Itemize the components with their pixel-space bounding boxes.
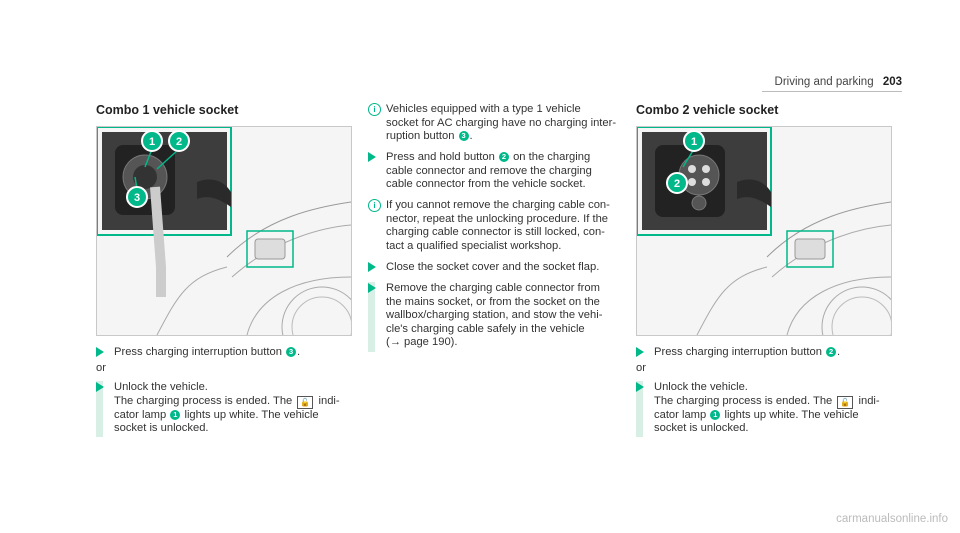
info-icon: i bbox=[368, 103, 381, 116]
callout-2: 2 bbox=[666, 172, 688, 194]
combo2-illustration: 1 2 bbox=[637, 127, 891, 335]
marker-2: 2 bbox=[498, 152, 509, 162]
svg-text:1: 1 bbox=[691, 136, 697, 148]
lock-indicator-icon: 🔓 bbox=[297, 395, 314, 409]
callout-3: 3 bbox=[126, 186, 148, 208]
running-header: Driving and parking 203 bbox=[762, 76, 902, 92]
marker-1: 1 bbox=[170, 409, 181, 420]
middle-step-remove-connector: Remove the charging cable connector from… bbox=[368, 282, 623, 352]
callout-2: 2 bbox=[168, 130, 190, 152]
step-bar bbox=[636, 381, 643, 437]
marker-1: 1 bbox=[710, 409, 721, 420]
middle-step-press-hold: Press and hold button 2 on the charging … bbox=[368, 151, 623, 193]
header-rule bbox=[762, 91, 902, 92]
callout-1: 1 bbox=[141, 130, 163, 152]
marker-3: 3 bbox=[286, 347, 297, 357]
lock-indicator-icon: 🔓 bbox=[837, 395, 854, 409]
svg-text:2: 2 bbox=[176, 136, 182, 148]
callout-1: 1 bbox=[683, 130, 705, 152]
svg-text:2: 2 bbox=[674, 178, 680, 190]
marker-2: 2 bbox=[826, 347, 837, 357]
step-arrow-icon bbox=[368, 262, 376, 272]
combo1-illustration: 1 2 3 bbox=[97, 127, 351, 335]
middle-step-close-cover: Close the socket cover and the socket fl… bbox=[368, 261, 623, 275]
section-name: Driving and parking bbox=[774, 76, 874, 88]
note-cannot-remove: i If you cannot remove the charging cabl… bbox=[368, 199, 623, 255]
page-number: 203 bbox=[882, 76, 902, 88]
combo2-step-unlock: Unlock the vehicle. The charging process… bbox=[636, 381, 890, 437]
page-reference-link[interactable]: (→ page 190). bbox=[386, 336, 458, 349]
combo1-or: or bbox=[96, 362, 106, 374]
combo2-title: Combo 2 vehicle socket bbox=[636, 103, 779, 117]
combo1-step-press-button: Press charging interruption button 3. bbox=[96, 346, 350, 360]
combo1-title: Combo 1 vehicle socket bbox=[96, 103, 239, 117]
combo1-step-unlock: Unlock the vehicle. The charging process… bbox=[96, 381, 350, 437]
step-arrow-icon bbox=[96, 382, 104, 392]
step-bar bbox=[368, 282, 375, 352]
step-arrow-icon bbox=[96, 347, 104, 357]
combo2-or: or bbox=[636, 362, 646, 374]
marker-3: 3 bbox=[458, 131, 469, 142]
step-bar bbox=[96, 381, 103, 437]
combo2-step-press-button: Press charging interruption button 2. bbox=[636, 346, 890, 360]
note-type1: i Vehicles equipped with a type 1 vehicl… bbox=[368, 103, 623, 145]
step-arrow-icon bbox=[368, 152, 376, 162]
step-arrow-icon bbox=[636, 382, 644, 392]
combo2-figure: 1 2 bbox=[636, 126, 892, 336]
step-arrow-icon bbox=[636, 347, 644, 357]
svg-text:3: 3 bbox=[134, 192, 140, 204]
step-arrow-icon bbox=[368, 283, 376, 293]
watermark: carmanualsonline.info bbox=[836, 513, 948, 525]
combo1-figure: 1 2 3 bbox=[96, 126, 352, 336]
svg-text:1: 1 bbox=[149, 136, 155, 148]
info-icon: i bbox=[368, 199, 381, 212]
